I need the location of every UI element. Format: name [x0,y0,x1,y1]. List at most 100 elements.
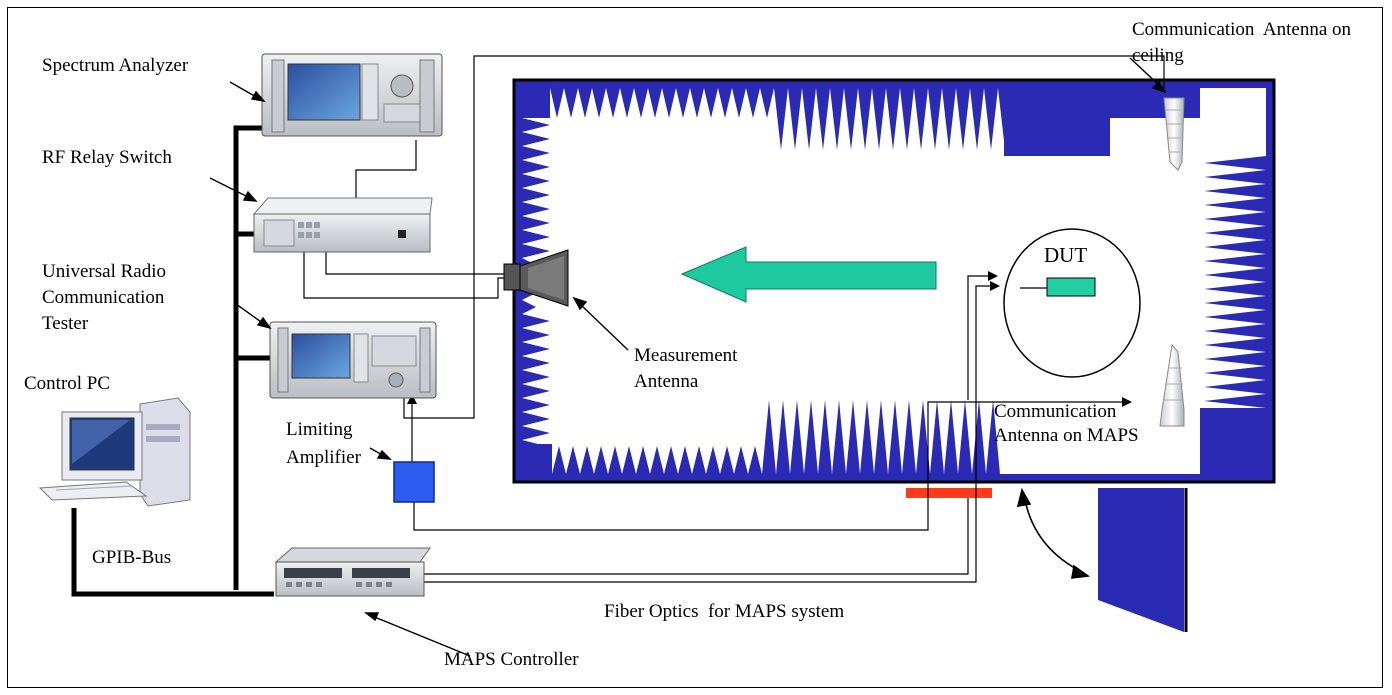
label-urct-line1: Universal Radio [42,261,167,282]
absorber-cone [1204,310,1266,324]
absorber-cone [522,426,550,440]
absorber-cone [522,356,550,370]
absorber-cone [874,400,888,474]
absorber-cone [832,400,846,474]
label-measurement-antenna-line1: Measurement [634,345,738,366]
absorber-cone [522,188,550,202]
label-comm-antenna-ceiling-line2: ceiling [1132,45,1184,66]
absorber-cone [608,446,622,474]
absorber-cone [1204,394,1266,408]
absorber-cone [522,216,550,230]
label-urct-line2: Communication [42,287,165,308]
label-spectrum-analyzer: Spectrum Analyzer [42,55,189,76]
absorber-cone [522,342,550,356]
label-dut: DUT [1044,243,1088,267]
absorber-cone [690,88,704,118]
absorber-cone [804,400,818,474]
absorber-cone [580,446,594,474]
propagation-arrow [680,246,937,303]
absorber-cone [550,88,564,118]
absorber-cone [872,88,886,150]
absorber-cone [734,446,748,474]
absorber-cone [1204,352,1266,366]
absorber-cone [1204,338,1266,352]
absorber-cone [692,446,706,474]
leader-arrows [209,57,1167,657]
absorber-cone [816,88,830,150]
absorber-cone [718,88,732,118]
absorber-cone [564,88,578,118]
radio-communication-tester-icon [269,321,437,399]
absorber-cone [1204,198,1266,212]
absorber-cone [522,244,550,258]
absorber-cone [774,88,788,150]
absorber-cone [704,88,718,118]
absorber-cone [970,88,984,150]
absorber-cone [522,146,550,160]
absorber-cone [1204,296,1266,310]
absorber-cone [944,400,958,474]
absorber-cone [916,400,930,474]
absorber-cone [1204,366,1266,380]
label-comm-antenna-ceiling-line1: Communication Antenna on [1132,19,1352,40]
absorber-cone [1204,184,1266,198]
absorber-cone [1204,212,1266,226]
absorber-cone [902,400,916,474]
absorber-cone [984,88,998,150]
cable-arrowheads [407,271,1132,407]
absorber-cone [650,446,664,474]
label-limiting-amplifier-line2: Amplifier [286,447,361,468]
absorber-cone [522,132,550,146]
absorber-cone [662,88,676,118]
absorber-cone [552,446,566,474]
absorber-cones [522,88,1266,474]
absorber-cone [634,88,648,118]
label-fiber-optics: Fiber Optics for MAPS system [604,601,845,622]
communication-antenna-ceiling [1163,97,1185,171]
absorber-cone [620,88,634,118]
label-comm-antenna-maps-line1: Communication [994,401,1117,422]
absorber-cone [1204,156,1266,170]
absorber-cone [958,400,972,474]
label-measurement-antenna-line2: Antenna [634,371,699,392]
absorber-cone [522,314,550,328]
absorber-cone [748,446,762,474]
absorber-cone [648,88,662,118]
absorber-cone [566,446,580,474]
absorber-cone [886,88,900,150]
absorber-cone [522,202,550,216]
label-control-pc: Control PC [24,373,111,394]
absorber-cone [622,446,636,474]
absorber-cone [1204,254,1266,268]
absorber-cone [942,88,956,150]
absorber-cone [776,400,790,474]
absorber-cone [1204,380,1266,394]
absorber-cone [1204,240,1266,254]
absorber-cone [578,88,592,118]
absorber-cone [732,88,746,118]
absorber-cone [1204,226,1266,240]
dut-circle [1003,228,1141,378]
spectrum-analyzer-instrument-icon [261,53,443,137]
absorber-cone [760,88,774,118]
absorber-cone [522,300,536,314]
absorber-cone [522,384,550,398]
absorber-cone [802,88,816,150]
absorber-cone [846,400,860,474]
label-limiting-amplifier-line1: Limiting [286,419,353,440]
maps-controller-instrument-icon [274,547,431,597]
absorber-cone [1204,170,1266,184]
label-maps-controller: MAPS Controller [444,649,579,670]
communication-antenna-maps [1159,343,1185,427]
absorber-cone [914,88,928,150]
absorber-cone [1204,268,1266,282]
absorber-cone [676,88,690,118]
gpib-bus [71,125,274,597]
absorber-cone [746,88,760,118]
absorber-cone [956,88,970,150]
label-rf-relay-switch: RF Relay Switch [42,147,172,168]
signal-cables [303,55,1165,583]
absorber-cone [706,446,720,474]
absorber-cone [888,400,902,474]
absorber-cone [1204,282,1266,296]
